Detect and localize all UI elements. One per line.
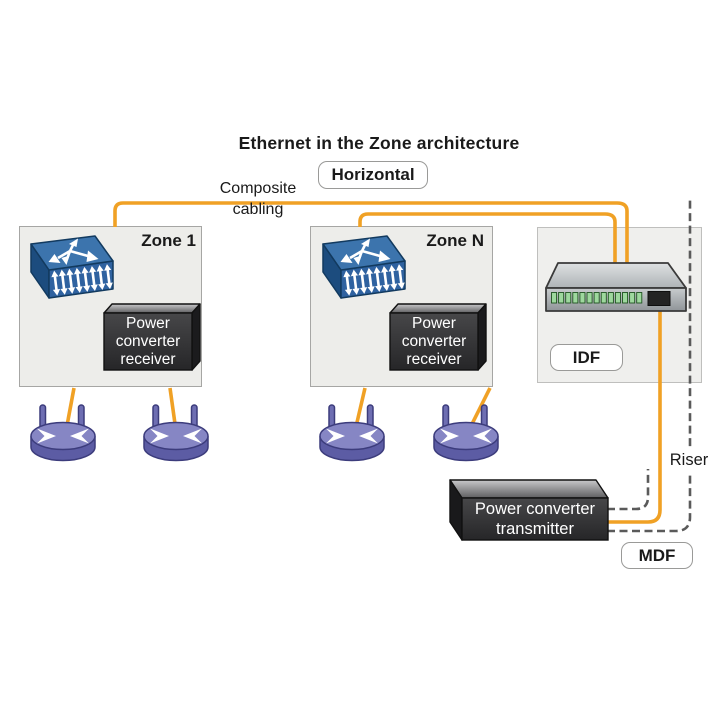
horizontal-label: Horizontal	[331, 165, 415, 184]
composite-cabling-label: Composite cabling	[198, 178, 318, 220]
composite-cable-lines	[64, 201, 662, 524]
rack-switch-uplink-port	[647, 291, 671, 306]
composite-cabling-line2: cabling	[232, 201, 284, 218]
horizontal-label-badge: Horizontal	[318, 161, 428, 189]
mdf-label: MDF	[638, 545, 676, 565]
riser-label: Riser	[665, 448, 713, 473]
riser-dashed-outer	[607, 197, 692, 533]
composite-cable-zone1-to-idf	[113, 201, 629, 282]
mdf-label-badge: MDF	[621, 542, 693, 569]
diagram-title: Ethernet in the Zone architecture	[238, 133, 520, 153]
access-point-icon-4	[433, 404, 499, 462]
access-point-icon-1	[30, 404, 96, 462]
cable-idf-to-transmitter	[607, 296, 662, 524]
riser-dashed-lines	[607, 197, 692, 533]
composite-cabling-line1: Composite	[219, 180, 297, 197]
access-point-icon-3	[319, 404, 385, 462]
idf-label-badge: IDF	[550, 344, 623, 371]
idf-label: IDF	[572, 347, 601, 367]
power-converter-transmitter-text: Power converter transmitter	[474, 500, 596, 538]
power-converter-receiver-text-zone1: Power converter receiver	[115, 315, 181, 368]
power-converter-receiver-text-zonen: Power converter receiver	[401, 315, 467, 368]
power-converter-transmitter-box	[449, 479, 609, 541]
zone-1-label: Zone 1	[141, 231, 196, 250]
access-point-icon-2	[143, 404, 209, 462]
rack-switch-ports	[551, 292, 643, 304]
rack-switch-icon	[545, 262, 687, 312]
riser-dashed-inner	[607, 469, 650, 511]
zone-n-label: Zone N	[426, 231, 484, 250]
composite-cable-zonen-to-idf	[358, 212, 617, 282]
